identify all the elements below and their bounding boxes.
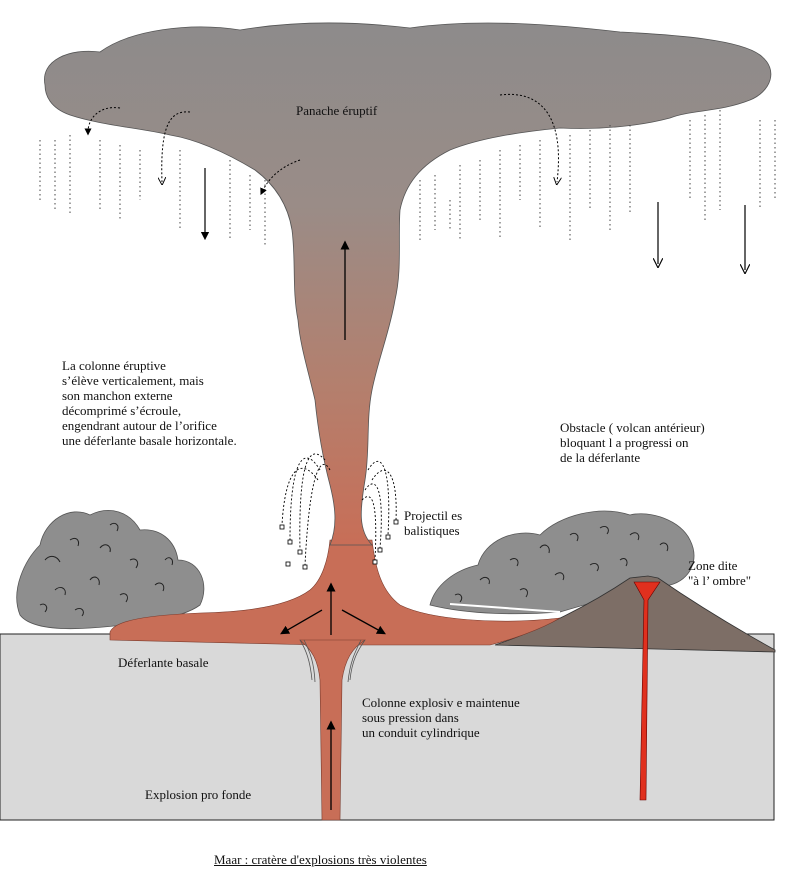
label-obstacle: Obstacle ( volcan antérieur) bloquant l … — [560, 420, 705, 465]
label-zone-ombre: Zone dite "à l’ ombre" — [688, 558, 752, 588]
volcano-lava-conduit — [633, 581, 661, 801]
cloud-texture-right — [454, 526, 669, 603]
label-projectiles: Projectil es balistiques — [404, 508, 463, 538]
cloud-texture-left — [39, 522, 173, 617]
surge-cloud-left — [16, 510, 205, 630]
collapse-arrows — [84, 93, 558, 196]
fall-arrows — [200, 168, 745, 270]
label-panache: Panache éruptif — [296, 103, 378, 118]
diagram-title: Maar : cratère d'explosions très violent… — [214, 852, 427, 867]
eruptive-plume — [44, 22, 772, 546]
label-deferlante: Déferlante basale — [118, 655, 209, 670]
label-colonne-description: La colonne éruptive s’élève verticalemen… — [62, 358, 237, 448]
ash-fall-lines — [39, 110, 776, 245]
surge-blocked-line — [449, 603, 561, 613]
explosive-conduit — [299, 639, 367, 821]
ballistic-blocks — [279, 519, 399, 570]
conduit-walls — [299, 639, 366, 683]
basal-surge-flow — [109, 539, 561, 646]
ballistic-trajectories — [281, 453, 397, 566]
flow-arrows — [280, 240, 386, 810]
label-colonne-explosive: Colonne explosiv e maintenue sous pressi… — [362, 695, 520, 740]
label-explosion: Explosion pro fonde — [145, 787, 252, 802]
